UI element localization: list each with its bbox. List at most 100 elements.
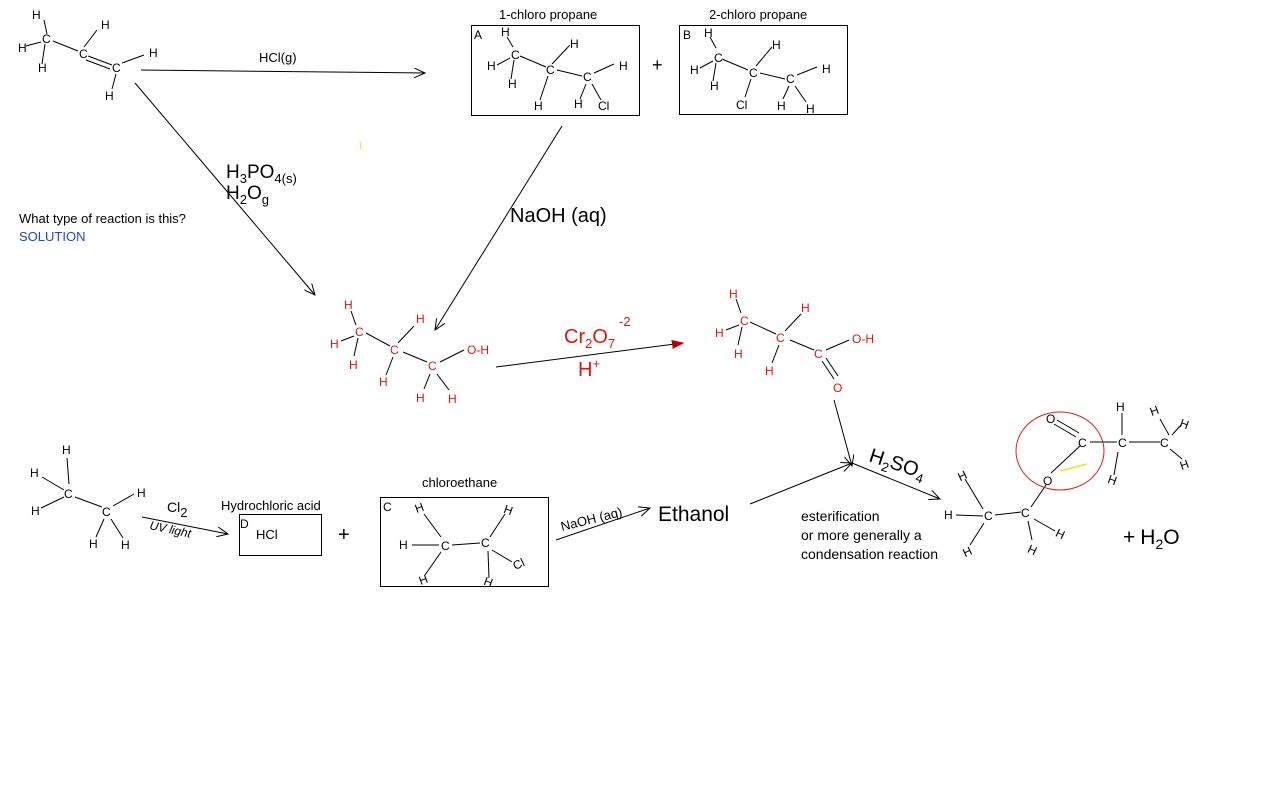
reaction-type-line-1: esterification bbox=[801, 508, 880, 524]
arrow-chlorination bbox=[141, 516, 228, 534]
atom-label: C bbox=[786, 72, 795, 86]
reagent-hcl-gas: HCl(g) bbox=[259, 50, 297, 65]
reagent-dichromate-charge: -2 bbox=[619, 314, 631, 329]
atom-label: H bbox=[574, 97, 583, 111]
atom-label: H bbox=[710, 79, 719, 93]
atom-label: C bbox=[1078, 436, 1087, 450]
hcl-formula: HCl bbox=[256, 527, 278, 542]
atom-label: H bbox=[30, 466, 39, 480]
propanol-molecule bbox=[340, 310, 465, 391]
reagent-naoh-small: NaOH (aq) bbox=[559, 504, 624, 534]
atom-label: H bbox=[1148, 403, 1161, 419]
atom-label: C bbox=[1160, 436, 1169, 450]
box-c bbox=[380, 497, 549, 587]
atom-label: H bbox=[801, 301, 810, 315]
atom-label: O-H bbox=[467, 343, 489, 357]
reagent-dichromate: Cr2O7 bbox=[564, 326, 615, 351]
atom-label: H bbox=[137, 486, 146, 500]
box-b bbox=[679, 25, 848, 115]
reagent-acid: H+ bbox=[578, 356, 600, 381]
atom-label: H bbox=[101, 18, 110, 32]
box-a-letter: A bbox=[474, 28, 482, 42]
atom-label: H bbox=[416, 391, 425, 405]
atom-label: H bbox=[1178, 416, 1191, 432]
solution-link[interactable]: SOLUTION bbox=[19, 229, 86, 244]
atom-label: C bbox=[714, 51, 723, 65]
plus-sign: + bbox=[652, 55, 663, 75]
atom-label: C bbox=[583, 70, 592, 84]
atom-label: O-H bbox=[852, 332, 874, 346]
box-b-letter: B bbox=[683, 28, 691, 42]
reaction-type-line-3: condensation reaction bbox=[801, 546, 938, 562]
atom-label: H bbox=[765, 364, 774, 378]
highlight-circle bbox=[1015, 411, 1105, 491]
box-d bbox=[239, 514, 322, 556]
atom-label: H bbox=[416, 312, 425, 326]
atom-label: C bbox=[511, 48, 520, 62]
plus-sign: + bbox=[338, 524, 350, 546]
condition-uv-light: UV light bbox=[148, 518, 193, 541]
reagent-water-gas: H2Og bbox=[226, 183, 269, 207]
reaction-type-line-2: or more generally a bbox=[801, 527, 922, 543]
atom-label: H bbox=[570, 37, 579, 51]
atom-label: C bbox=[814, 347, 823, 361]
atom-label: H bbox=[1116, 400, 1125, 414]
atom-label: O bbox=[833, 381, 842, 395]
atom-label: H bbox=[690, 63, 699, 77]
atom-label: H bbox=[704, 26, 713, 40]
title-2-chloro-propane: 2-chloro propane bbox=[709, 7, 807, 22]
atom-label: C bbox=[749, 66, 758, 80]
atom-label: H bbox=[508, 77, 517, 91]
ester-molecule bbox=[955, 413, 1183, 546]
atom-label: Cl bbox=[736, 98, 747, 112]
chloroethane-molecule bbox=[412, 513, 513, 579]
atom-label: H bbox=[349, 358, 358, 372]
ethanol-label: Ethanol bbox=[658, 503, 729, 526]
atom-label: H bbox=[734, 347, 743, 361]
atom-label: C bbox=[390, 343, 399, 357]
propanoic-acid-molecule bbox=[725, 298, 850, 380]
atom-label: H bbox=[1053, 526, 1067, 542]
yellow-mark bbox=[1059, 463, 1088, 472]
atom-label: C bbox=[984, 509, 993, 523]
1-chloropropane-molecule bbox=[496, 36, 615, 101]
box-d-letter: D bbox=[240, 517, 249, 531]
atom-label: H bbox=[944, 508, 953, 522]
reagent-h3po4: H3PO4(s) bbox=[226, 162, 297, 186]
atom-label: H bbox=[501, 25, 510, 39]
atom-label: C bbox=[1118, 436, 1127, 450]
2-chloropropane-molecule bbox=[699, 36, 818, 103]
arrow-ethanol-to-ester bbox=[749, 463, 852, 505]
atom-label: C bbox=[740, 314, 749, 328]
atom-label: H bbox=[502, 502, 515, 518]
atom-label: H bbox=[330, 337, 339, 351]
title-chloroethane: chloroethane bbox=[422, 475, 497, 490]
atom-label: H bbox=[448, 392, 457, 406]
atom-label: H bbox=[105, 89, 114, 103]
atom-label: H bbox=[399, 538, 408, 552]
atom-label: H bbox=[62, 443, 71, 457]
atom-label: H bbox=[482, 574, 495, 590]
question-text: What type of reaction is this? bbox=[19, 211, 186, 226]
atom-label: O bbox=[1046, 412, 1055, 426]
atom-label: H bbox=[31, 504, 40, 518]
atom-label: H bbox=[1106, 472, 1119, 488]
byproduct-water: +H2O bbox=[1123, 526, 1180, 552]
atom-label: H bbox=[487, 59, 496, 73]
atom-label: C bbox=[546, 63, 555, 77]
reagent-naoh-aq: NaOH (aq) bbox=[510, 205, 607, 227]
arrow-oxidation bbox=[495, 343, 683, 368]
atom-label: H bbox=[729, 287, 738, 301]
atom-label: H bbox=[822, 62, 831, 76]
arrow-substitution bbox=[435, 125, 563, 330]
atom-label: H bbox=[1178, 457, 1191, 473]
arrow-esterification bbox=[851, 462, 940, 499]
atom-label: C bbox=[481, 536, 490, 550]
atom-label: H bbox=[413, 500, 426, 516]
atom-label: C bbox=[776, 331, 785, 345]
title-hydrochloric-acid: Hydrochloric acid bbox=[221, 498, 321, 513]
atom-label: C bbox=[428, 359, 437, 373]
atom-label: H bbox=[417, 572, 430, 588]
box-c-letter: C bbox=[383, 500, 392, 514]
